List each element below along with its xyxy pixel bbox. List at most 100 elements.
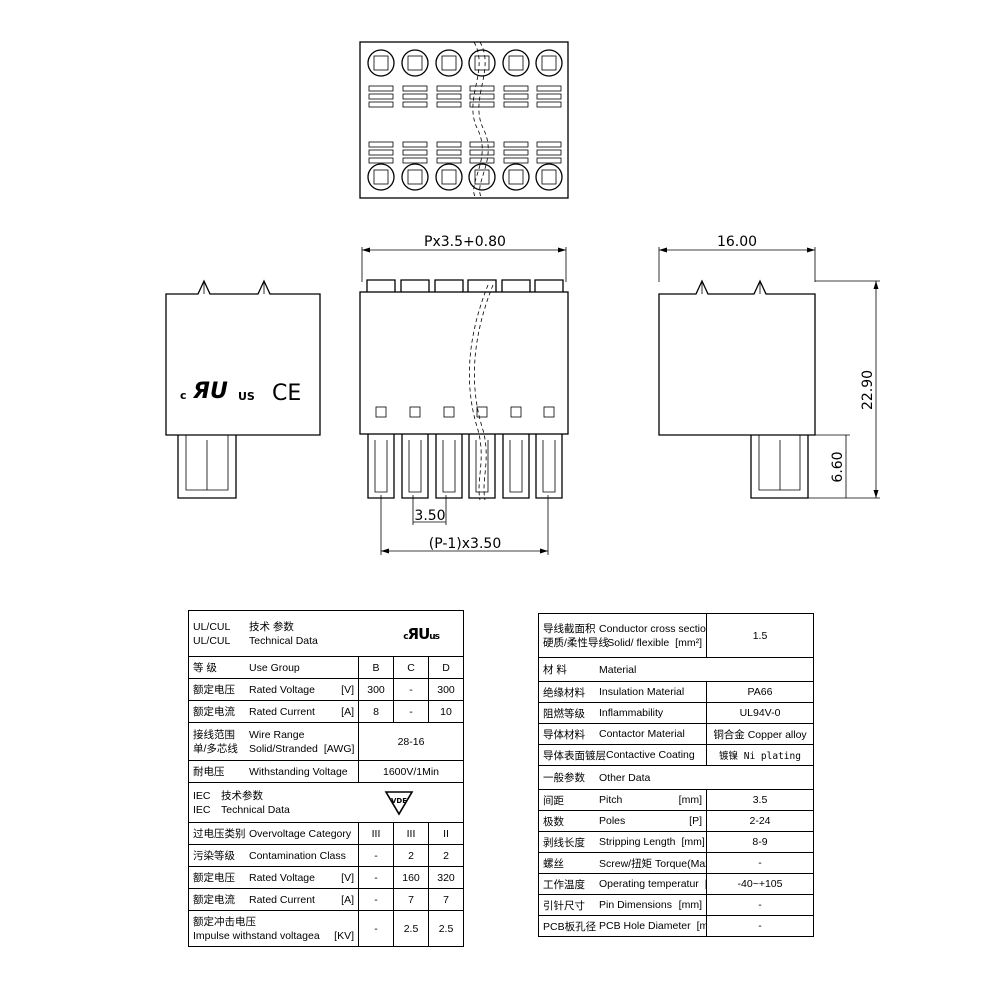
value-b: - xyxy=(358,866,394,889)
front-pin-3 xyxy=(435,434,463,499)
ul-mark-icon: ЯU xyxy=(192,379,228,404)
front-test-port-4 xyxy=(476,406,488,418)
ul-tech-cn: 技术 参数 xyxy=(249,620,294,633)
general-value: - xyxy=(706,852,814,874)
top-release-hole-5 xyxy=(502,163,530,191)
material-value: PA66 xyxy=(706,681,814,703)
top-view xyxy=(359,41,569,199)
dim-height: 22.90 xyxy=(860,370,876,410)
value-b: 8 xyxy=(358,700,394,723)
top-release-hole-1 xyxy=(367,163,395,191)
value-b: - xyxy=(358,844,394,867)
front-pin-4 xyxy=(468,434,496,499)
front-pin-2 xyxy=(401,434,429,499)
front-test-port-2 xyxy=(409,406,421,418)
dim-depth: 16.00 xyxy=(717,234,757,250)
material-value: 铜合金 Copper alloy xyxy=(706,723,814,745)
value-b: III xyxy=(358,822,394,845)
general-value: 2-24 xyxy=(706,810,814,832)
material-value: UL94V-0 xyxy=(706,702,814,724)
vde-logo-icon: VDE xyxy=(384,790,414,816)
top-wire-entry-6 xyxy=(535,49,563,77)
top-release-hole-2 xyxy=(401,163,429,191)
value-d: 320 xyxy=(427,866,465,889)
top-wire-entry-2 xyxy=(401,49,429,77)
technical-drawing: Px3.5+0.80 3.50 (P-1)x3.50 c ЯU US CE xyxy=(165,41,880,555)
cur-us-logo-icon: cЯUus xyxy=(403,624,440,643)
front-test-port-5 xyxy=(510,406,522,418)
general-value: 3.5 xyxy=(706,789,814,811)
ul-c-icon: c xyxy=(180,389,187,402)
value-b: - xyxy=(358,888,394,911)
front-view: Px3.5+0.80 3.50 (P-1)x3.50 xyxy=(359,234,569,555)
front-pin-1 xyxy=(367,434,395,499)
top-wire-entry-3 xyxy=(435,49,463,77)
ul-us-icon: US xyxy=(238,390,255,403)
value-b: 300 xyxy=(358,678,394,701)
value-d: 2 xyxy=(427,844,465,867)
value-c: - xyxy=(393,678,429,701)
ul-cul-label: UL/CUL xyxy=(193,620,231,633)
value-d: D xyxy=(427,656,465,679)
value-d: 10 xyxy=(427,700,465,723)
general-value: - xyxy=(706,894,814,916)
value-d: 300 xyxy=(427,678,465,701)
left-side-view: c ЯU US CE xyxy=(165,279,321,499)
right-side-view: 16.00 22.90 6.60 xyxy=(658,234,880,499)
material-value: 镀镍 Ni plating xyxy=(706,744,814,766)
value-c: C xyxy=(393,656,429,679)
ce-mark-icon: CE xyxy=(272,381,301,406)
value-c: - xyxy=(393,700,429,723)
conductor-value: 1.5 xyxy=(706,613,814,658)
top-release-hole-4 xyxy=(468,163,496,191)
value-d: II xyxy=(427,822,465,845)
value-c: 7 xyxy=(393,888,429,911)
general-value: -40~+105 xyxy=(706,873,814,895)
dim-pin-length: 6.60 xyxy=(830,451,846,482)
general-value: 8-9 xyxy=(706,831,814,853)
impulse-label: 额定冲击电压 Impulse withstand voltagea[KV] xyxy=(188,910,359,947)
wire-range-value: 28-16 xyxy=(357,722,465,761)
value-c: 160 xyxy=(393,866,429,889)
value-b: B xyxy=(358,656,394,679)
top-wire-entry-1 xyxy=(367,49,395,77)
